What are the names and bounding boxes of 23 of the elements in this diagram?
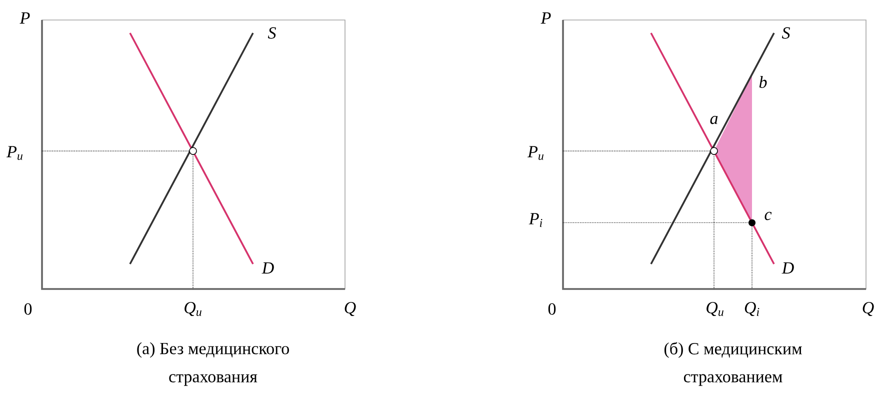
quantity-label: Q$_{u}$ (184, 302, 202, 316)
quantity-label: Q$_{u}$ (706, 302, 724, 316)
caption: (б) С медицинским (664, 342, 802, 358)
axis-label: P (540, 12, 551, 24)
point-label: c (764, 212, 772, 220)
origin-label: 0 (24, 303, 32, 315)
caption: страхованием (684, 374, 782, 386)
curve-label: D (262, 262, 274, 274)
point-label: a (710, 116, 718, 124)
price-label: P$_{u}$ (6, 146, 22, 160)
caption: (а) Без медицинского (137, 342, 289, 358)
axis-label: P (20, 12, 30, 24)
price-label: P$_{i}$ (528, 213, 542, 227)
curve-label: S (782, 27, 790, 39)
curve-label: D (782, 262, 794, 274)
axis-label: Q (344, 302, 356, 316)
origin-label: 0 (548, 303, 556, 315)
axis-label: Q (862, 302, 874, 316)
point-label: b (759, 76, 767, 88)
caption: страхования (169, 374, 258, 386)
quantity-label: Q$_{i}$ (744, 302, 760, 316)
price-label: P$_{u}$ (528, 146, 544, 160)
curve-label: S (268, 27, 276, 39)
